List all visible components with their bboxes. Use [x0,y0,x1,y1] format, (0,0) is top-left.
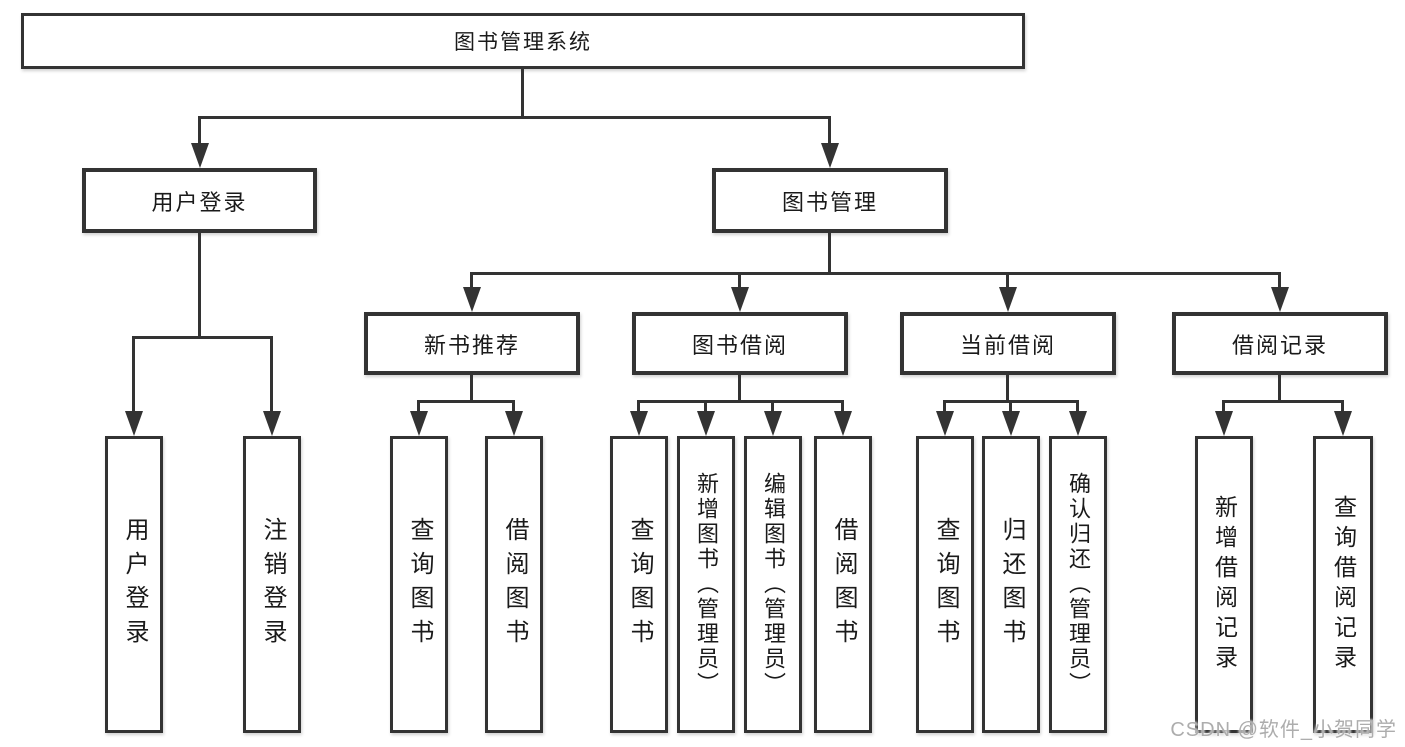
tree-connector-line [1006,374,1009,402]
arrowhead-icon [764,411,782,436]
arrowhead-icon [410,411,428,436]
node-label: 用户登录 [121,516,148,653]
tree-connector-line [1278,272,1281,290]
arrowhead-icon [505,411,523,436]
tree-connector-line [470,272,1281,275]
tree-connector-line [198,116,201,146]
tree-connector-line [1341,400,1344,414]
arrowhead-icon [1002,411,1020,436]
node-library-management-system: 图书管理系统 [21,13,1025,69]
arrowhead-icon [630,411,648,436]
node-label: 新书推荐 [423,332,520,358]
tree-connector-line [637,400,640,414]
tree-connector-line [1009,400,1012,414]
arrowhead-icon [999,287,1017,312]
tree-connector-line [417,400,420,414]
leaf-edit-book-admin: 编辑图书（管理员） [744,436,802,733]
node-label: 查询图书 [626,516,653,653]
leaf-add-borrow-record: 新增借阅记录 [1195,436,1253,733]
tree-connector-line [738,272,741,290]
leaf-query-books-recommend: 查询图书 [390,436,448,733]
node-label: 注销登录 [259,516,286,653]
tree-connector-line [1006,272,1009,290]
node-label: 确认归还（管理员） [1066,472,1091,697]
arrowhead-icon [697,411,715,436]
tree-connector-line [470,272,473,290]
tree-connector-line [943,400,946,414]
arrowhead-icon [1334,411,1352,436]
tree-connector-line [270,336,273,414]
tree-connector-line [771,400,774,414]
tree-connector-line [738,374,741,402]
tree-connector-line [1222,400,1344,403]
arrowhead-icon [821,143,839,168]
leaf-logout: 注销登录 [243,436,301,733]
node-book-management: 图书管理 [712,168,948,233]
leaf-query-books-borrowing: 查询图书 [610,436,668,733]
arrowhead-icon [125,411,143,436]
tree-connector-line [828,233,831,274]
node-current-borrowing: 当前借阅 [900,312,1116,375]
leaf-confirm-return-admin: 确认归还（管理员） [1049,436,1107,733]
arrowhead-icon [191,143,209,168]
arrowhead-icon [1215,411,1233,436]
leaf-user-login: 用户登录 [105,436,163,733]
node-label: 查询图书 [406,516,433,653]
node-label: 当前借阅 [959,332,1056,358]
arrowhead-icon [1069,411,1087,436]
arrowhead-icon [463,287,481,312]
node-book-borrowing: 图书借阅 [632,312,848,375]
leaf-borrow-books-borrowing: 借阅图书 [814,436,872,733]
node-label: 新增借阅记录 [1211,494,1238,675]
arrowhead-icon [263,411,281,436]
node-borrowing-records: 借阅记录 [1172,312,1388,375]
tree-connector-line [132,336,135,414]
node-label: 图书管理系统 [454,31,592,54]
node-new-book-recommendation: 新书推荐 [364,312,580,375]
arrowhead-icon [834,411,852,436]
node-label: 借阅图书 [501,516,528,653]
tree-connector-line [470,374,473,402]
node-label: 查询图书 [932,516,959,653]
node-label: 借阅记录 [1231,332,1328,358]
node-label: 查询借阅记录 [1330,494,1357,675]
tree-connector-line [512,400,515,414]
node-label: 编辑图书（管理员） [761,472,786,697]
tree-connector-line [417,400,515,403]
tree-connector-line [704,400,707,414]
leaf-query-borrow-record: 查询借阅记录 [1313,436,1373,733]
arrowhead-icon [1271,287,1289,312]
tree-connector-line [841,400,844,414]
tree-connector-line [828,116,831,146]
node-label: 新增图书（管理员） [694,472,719,697]
arrowhead-icon [936,411,954,436]
tree-connector-line [198,233,201,338]
tree-connector-line [1076,400,1079,414]
csdn-watermark: CSDN @软件_小贺同学 [1170,719,1397,741]
tree-connector-line [198,116,831,119]
node-label: 用户登录 [151,189,248,215]
node-label: 图书管理 [781,189,878,215]
node-label: 归还图书 [998,516,1025,653]
node-user-login: 用户登录 [82,168,317,233]
tree-connector-line [1278,374,1281,402]
tree-connector-line [521,68,524,118]
tree-connector-line [1222,400,1225,414]
node-label: 图书借阅 [691,332,788,358]
arrowhead-icon [731,287,749,312]
tree-connector-line [637,400,844,403]
node-label: 借阅图书 [830,516,857,653]
leaf-query-books-current: 查询图书 [916,436,974,733]
leaf-borrow-books-recommend: 借阅图书 [485,436,543,733]
leaf-add-book-admin: 新增图书（管理员） [677,436,735,733]
tree-connector-line [132,336,273,339]
leaf-return-books: 归还图书 [982,436,1040,733]
